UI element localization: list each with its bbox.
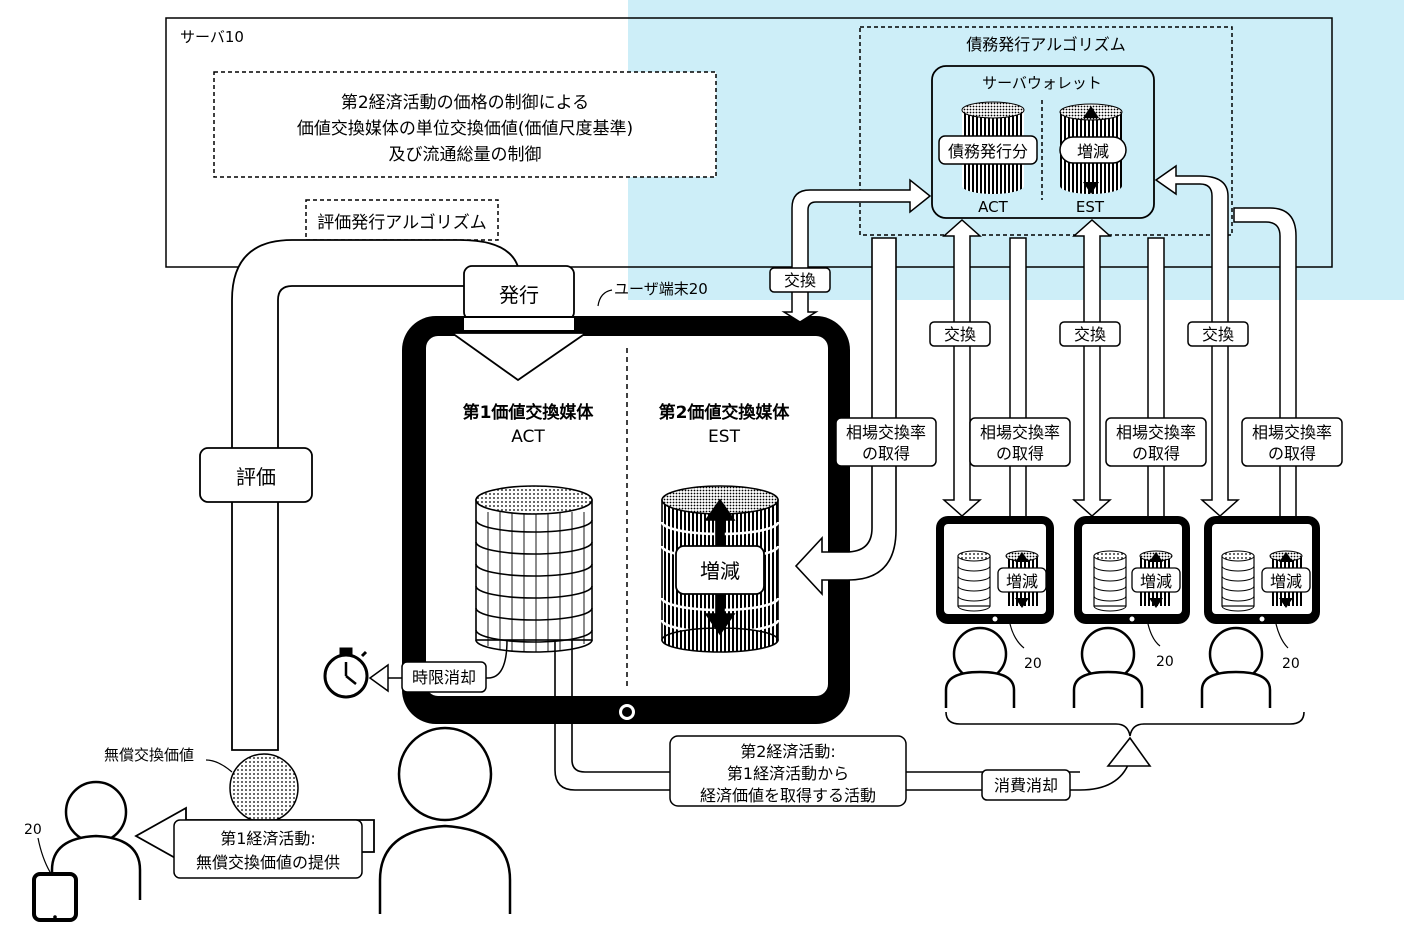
debt-issued-badge <box>938 135 1038 165</box>
rate-2-line2: の取得 <box>1132 444 1180 463</box>
free-value-label: 無償交換価値 <box>104 746 194 764</box>
user-person-2 <box>1072 626 1144 708</box>
rate-box-main <box>835 417 937 467</box>
rate-1-line2: の取得 <box>996 444 1044 463</box>
medium2-name: 第2価値交換媒体 <box>659 402 791 423</box>
terminal-increase-badge <box>675 545 765 595</box>
eval-algorithm-box <box>305 199 499 241</box>
control-box <box>213 71 717 178</box>
timed-expiry-arrow <box>368 663 389 693</box>
small-terminal-1: 増減 <box>936 516 1054 624</box>
exchange-box-3 <box>1187 321 1249 347</box>
consumption-arrow-head <box>1106 736 1152 767</box>
rate-box-1 <box>969 417 1071 467</box>
receiver-ref-label: 20 <box>24 822 42 838</box>
evaluation-label: 評価 <box>236 465 276 489</box>
activity2-line3: 経済価値を取得する活動 <box>700 786 876 805</box>
evaluation-loop-arrow <box>231 239 589 751</box>
rate-box-2 <box>1105 417 1207 467</box>
exchange-label-main: 交換 <box>784 271 816 290</box>
rate-1-line1: 相場交換率 <box>980 423 1060 442</box>
issue-label: 発行 <box>499 283 539 307</box>
debt-issued-label: 債務発行分 <box>948 142 1028 161</box>
rate-2-line1: 相場交換率 <box>1116 423 1196 442</box>
server-label: サーバ10 <box>180 28 244 46</box>
rate-box-3 <box>1241 417 1343 467</box>
user1-ref-label: 20 <box>1024 656 1042 672</box>
rate-main-line1: 相場交換率 <box>846 423 926 442</box>
activity2-line2: 第1経済活動から <box>727 764 849 783</box>
activity2-line1: 第2経済活動: <box>740 742 836 761</box>
activity1-line2: 無償交換価値の提供 <box>196 853 340 872</box>
wallet-est-label: EST <box>1076 198 1105 216</box>
debt-algorithm-label: 債務発行アルゴリズム <box>966 35 1126 54</box>
provider-person <box>378 726 512 914</box>
exchange-box-main <box>769 267 831 293</box>
wallet-act-label: ACT <box>978 198 1008 216</box>
activity1-box <box>173 819 363 879</box>
exchange-label-1: 交換 <box>944 325 976 344</box>
exchange-label-2: 交換 <box>1074 325 1106 344</box>
user3-ref-label: 20 <box>1282 656 1300 672</box>
wallet-increase-badge <box>1059 136 1127 164</box>
consumption-expiry-label: 消費消却 <box>994 776 1058 795</box>
users-brace <box>945 711 1305 737</box>
medium2-code: EST <box>708 427 741 447</box>
exchange-label-3: 交換 <box>1202 325 1234 344</box>
evaluation-box <box>199 447 313 503</box>
user-person-3 <box>1200 626 1272 708</box>
small1-increase-label: 増減 <box>1006 572 1038 591</box>
server-box <box>165 17 1333 268</box>
small3-increase-label: 増減 <box>1270 572 1302 591</box>
exchange-box-2 <box>1059 321 1121 347</box>
small-terminal-3: 増減 <box>1204 516 1320 624</box>
medium1-name: 第1価値交換媒体 <box>463 402 595 423</box>
medium1-code: ACT <box>511 427 545 447</box>
user-person-1 <box>944 626 1016 708</box>
rate-3-line2: の取得 <box>1268 444 1316 463</box>
free-value-ball <box>229 753 299 823</box>
control-line-2: 価値交換媒体の単位交換価値(価値尺度基準) <box>297 119 633 139</box>
exchange-arrow-main <box>781 178 932 323</box>
control-line-1: 第2経済活動の価格の制御による <box>341 93 589 113</box>
user2-ref-label: 20 <box>1156 654 1174 670</box>
activity1-line1: 第1経済活動: <box>220 829 316 848</box>
stopwatch-icon <box>323 647 369 699</box>
rate-main-line2: の取得 <box>862 444 910 463</box>
act-coin-stack <box>475 485 593 653</box>
small2-increase-label: 増減 <box>1140 572 1172 591</box>
eval-algorithm-label: 評価発行アルゴリズム <box>317 212 487 233</box>
receiver-terminal <box>32 872 78 922</box>
rate-3-line1: 相場交換率 <box>1252 423 1332 442</box>
control-line-3: 及び流通総量の制御 <box>389 145 542 165</box>
wallet-title: サーバウォレット <box>982 74 1102 92</box>
timed-expiry-label: 時限消却 <box>412 668 476 687</box>
consumption-expiry-box <box>981 769 1071 801</box>
terminal-increase-label: 増減 <box>700 559 740 583</box>
wallet-increase-label: 増減 <box>1077 142 1109 161</box>
small-terminal-2: 増減 <box>1074 516 1190 624</box>
activity2-box <box>669 735 907 807</box>
exchange-box-1 <box>929 321 991 347</box>
debt-algorithm-box <box>859 26 1233 236</box>
timed-expiry-box <box>401 661 487 693</box>
user-terminal-label: ユーザ端末20 <box>614 280 708 298</box>
